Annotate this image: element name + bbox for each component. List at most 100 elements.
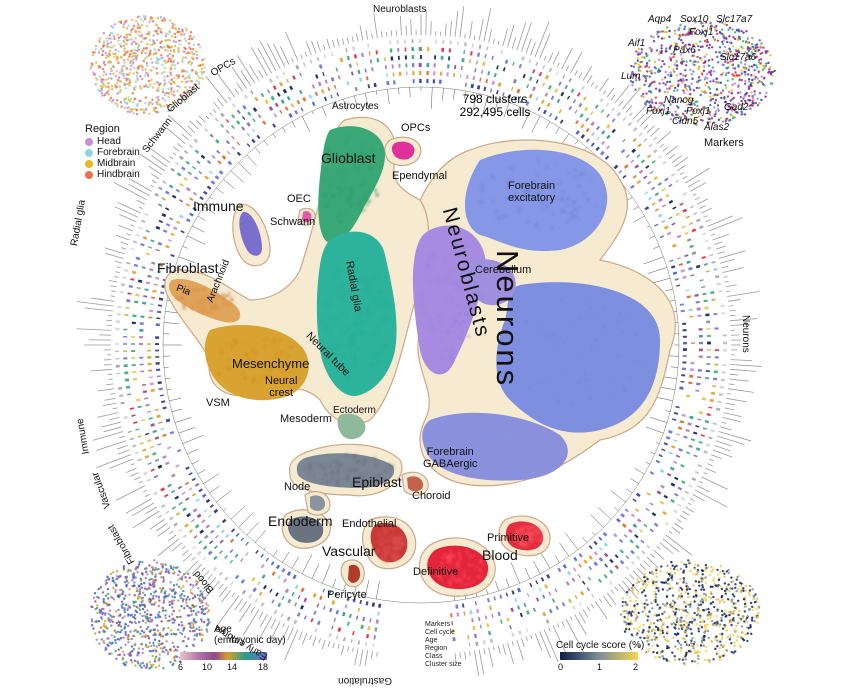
thumbnail-dot: [639, 65, 642, 68]
thumbnail-dot: [132, 72, 135, 75]
thumbnail-dot: [758, 91, 762, 95]
thumbnail-dot: [114, 86, 117, 89]
ring-track-tick: [230, 581, 235, 586]
ring-track-tick: [277, 575, 282, 580]
ring-track-tick: [461, 603, 465, 608]
thumbnail-dot: [146, 625, 150, 629]
thumbnail-dot: [105, 56, 108, 60]
thumbnail-dot: [685, 582, 688, 585]
embedding-dot: [211, 292, 214, 295]
ring-track-tick: [349, 613, 352, 619]
thumbnail-dot: [102, 597, 105, 601]
thumbnail-dot: [129, 98, 133, 101]
embedding-dot: [351, 159, 355, 163]
thumbnail-dot: [117, 20, 121, 23]
ring-track-tick: [161, 213, 167, 218]
thumbnail-dot: [189, 624, 192, 627]
thumbnail-dot: [165, 568, 168, 571]
thumbnail-dot: [678, 119, 681, 123]
ring-track-tick: [659, 500, 665, 505]
dendrogram-branch: [171, 408, 182, 413]
dendrogram-branch: [481, 95, 489, 118]
thumbnail-dot: [147, 637, 151, 640]
cluster-size-bar: [650, 127, 660, 137]
thumbnail-dot: [104, 594, 108, 597]
thumbnail-dot: [637, 47, 641, 51]
thumbnail-dot: [191, 52, 194, 55]
thumbnail-dot: [643, 83, 646, 87]
embedding-dot: [436, 279, 440, 283]
ring-track-tick: [125, 385, 131, 389]
embedding-dot: [210, 306, 214, 310]
ring-track-tick: [514, 96, 518, 101]
endothelial-blob: [370, 522, 408, 563]
thumbnail-dot: [135, 19, 138, 23]
cluster-size-bar: [639, 563, 646, 570]
embedding-dot: [389, 527, 393, 531]
thumbnail-dot: [731, 83, 734, 87]
thumbnail-dot: [709, 73, 713, 77]
ring-track-tick: [630, 549, 635, 555]
cluster-size-bar: [557, 62, 560, 67]
ring-track-tick: [593, 551, 599, 556]
embedding-dot: [182, 303, 185, 307]
thumbnail-dot: [691, 637, 694, 640]
thumbnail-dot: [689, 48, 692, 51]
ring-track-tick: [568, 598, 572, 604]
embedding-dot: [356, 347, 360, 351]
thumbnail-dot: [746, 639, 749, 643]
thumbnail-dot: [159, 46, 162, 49]
thumbnail-dot: [733, 644, 736, 647]
thumbnail-dot: [726, 95, 730, 98]
embedding-dot: [202, 287, 206, 291]
ring-track-tick: [532, 69, 536, 74]
ring-track-tick: [351, 46, 356, 51]
thumbnail-dot: [128, 71, 131, 75]
embedding-dot: [450, 354, 454, 358]
thumbnail-dot: [118, 614, 122, 617]
thumbnail-dot: [192, 609, 195, 612]
ring-track-tick: [264, 99, 269, 105]
thumbnail-dot: [766, 50, 769, 53]
thumbnail-dot: [99, 586, 102, 589]
ring-track-tick: [585, 138, 590, 143]
thumbnail-dot: [747, 94, 751, 98]
thumbnail-dot: [123, 64, 126, 67]
thumbnail-dot: [162, 666, 165, 670]
embedding-dot: [365, 203, 369, 206]
ring-track-tick: [152, 451, 157, 456]
thumbnail-dot: [701, 119, 704, 122]
cluster-size-bar: [662, 147, 668, 152]
thumbnail-dot: [120, 67, 124, 70]
embedding-dot: [391, 527, 395, 530]
embedding-dot: [369, 477, 373, 481]
thumbnail-dot: [123, 47, 126, 50]
thumbnail-dot: [693, 27, 697, 30]
thumbnail-dot: [126, 73, 129, 76]
ring-track-tick: [165, 207, 170, 211]
thumbnail-dot: [748, 54, 752, 57]
thumbnail-dot: [165, 640, 168, 643]
thumbnail-dot: [732, 651, 735, 654]
thumbnail-dot: [678, 26, 681, 30]
thumbnail-dot: [203, 58, 206, 61]
thumbnail-dot: [114, 74, 118, 78]
thumbnail-dot: [716, 55, 719, 59]
cluster-size-bar: [565, 618, 584, 653]
cluster-size-bar: [679, 172, 685, 176]
ring-track-tick: [123, 415, 129, 420]
ring-track-tick: [517, 587, 522, 593]
thumbnail-dot: [167, 110, 170, 113]
embedding-dot: [320, 477, 324, 481]
embedding-dot: [304, 466, 308, 470]
ring-track-tick: [618, 538, 624, 543]
thumbnail-dot: [731, 28, 734, 31]
cluster-size-bar: [212, 108, 217, 113]
embedding-dot: [184, 289, 189, 293]
thumbnail-dot: [732, 55, 735, 58]
cluster-size-bar: [478, 18, 484, 41]
embedding-dot: [538, 326, 542, 330]
thumbnail-dot: [145, 64, 149, 67]
thumbnail-dot: [751, 78, 754, 82]
thumbnail-dot: [169, 588, 172, 591]
